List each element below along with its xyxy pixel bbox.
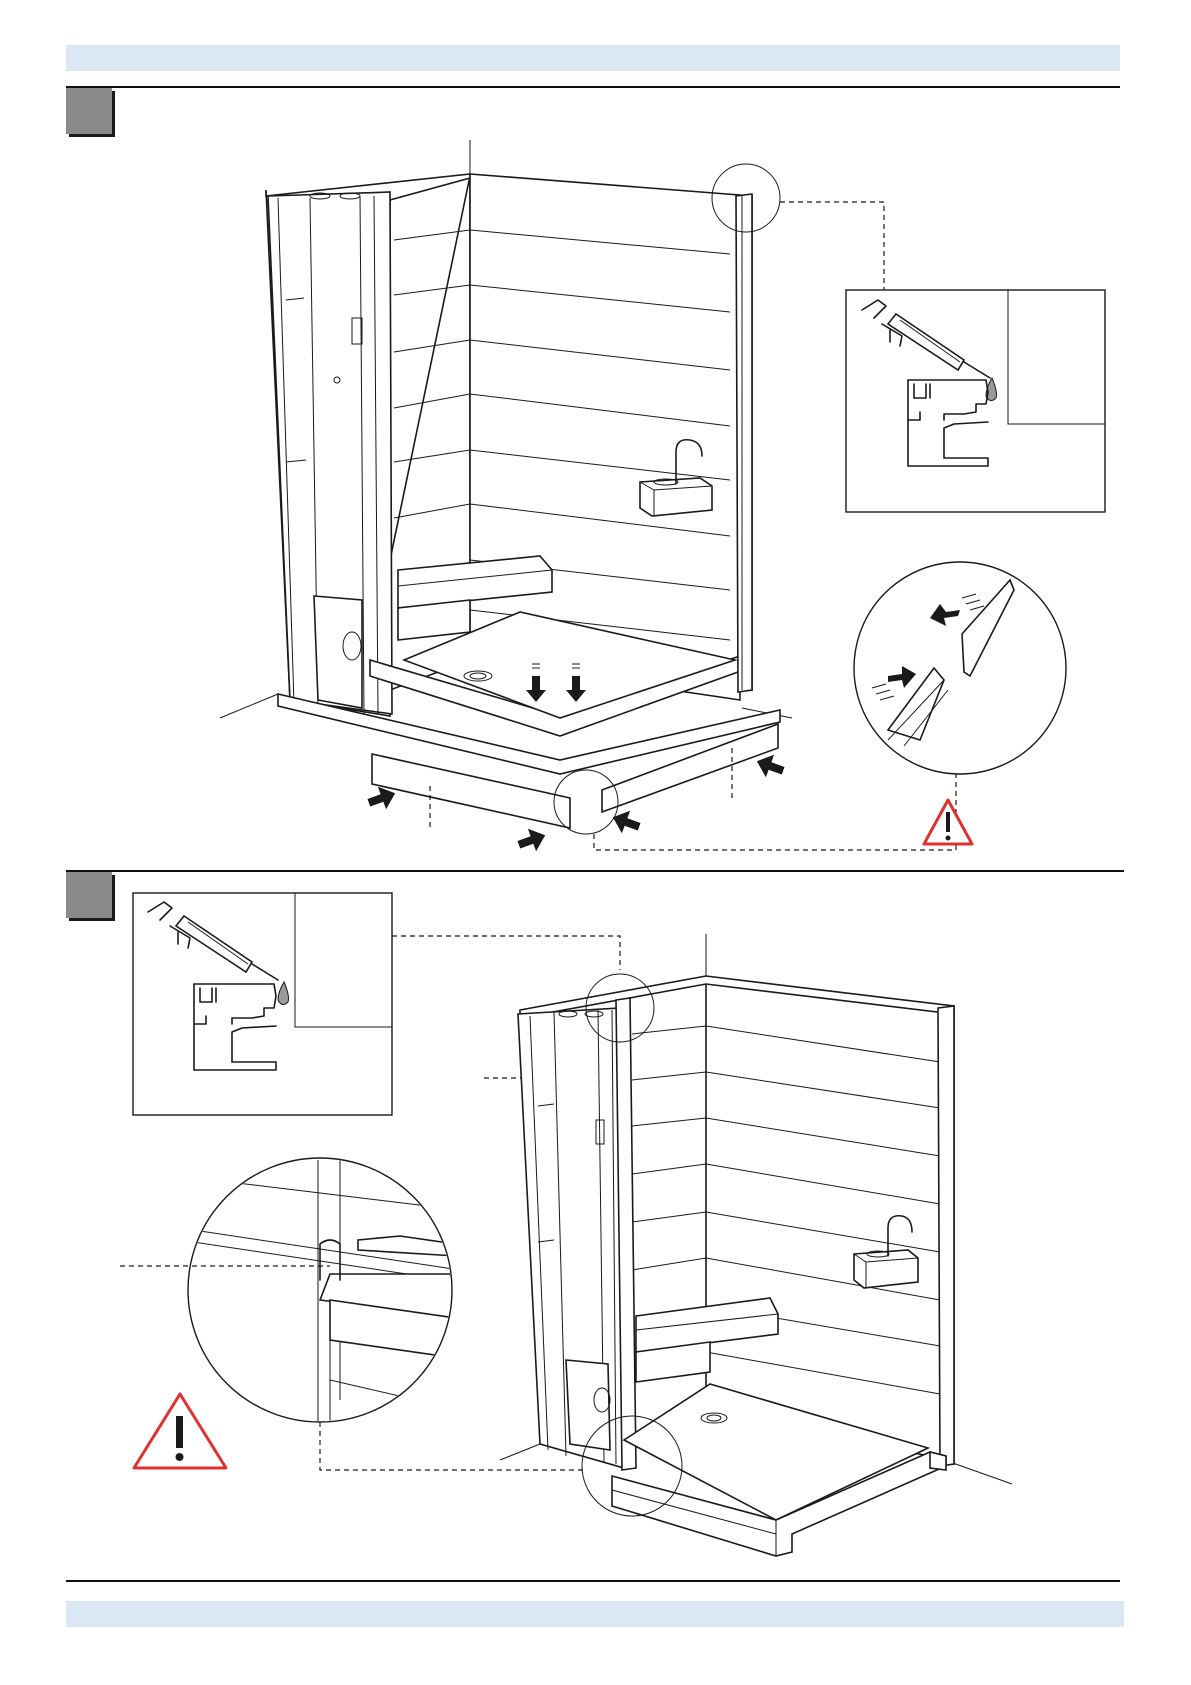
step-1-sealant-detail bbox=[846, 290, 1105, 512]
warning-icon bbox=[134, 1394, 226, 1468]
joint-detail-circle bbox=[180, 1158, 470, 1430]
joint-detail-circle bbox=[854, 562, 1066, 774]
step-2-sealant-detail bbox=[133, 893, 392, 1115]
step-2-cabin-drawing bbox=[500, 934, 1012, 1556]
warning-icon bbox=[924, 800, 972, 844]
